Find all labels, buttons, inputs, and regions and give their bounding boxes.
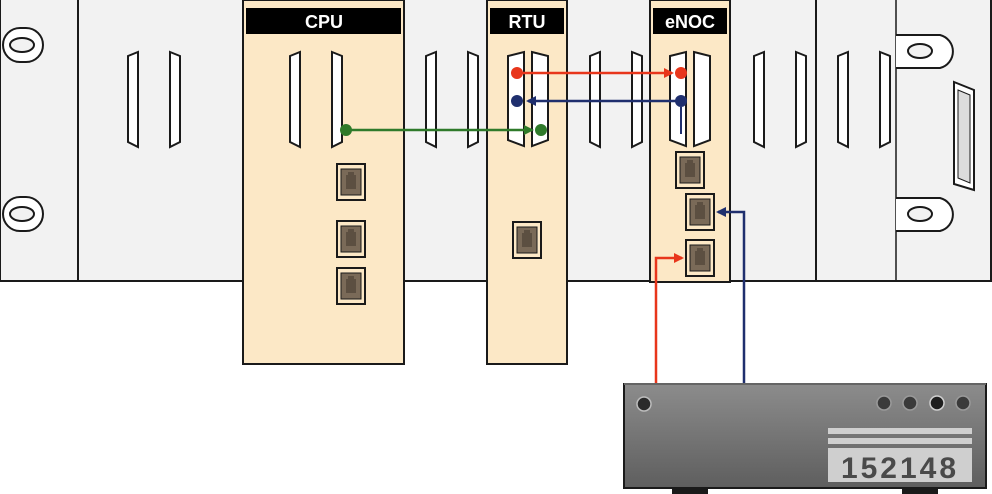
led-icon xyxy=(675,95,687,107)
cable-blue-device-enoc xyxy=(716,207,746,384)
led-icon xyxy=(902,395,918,411)
mounting-slot-icon xyxy=(2,196,44,232)
link-red-rtu-enoc xyxy=(511,67,687,79)
rtu-label-bg xyxy=(490,8,564,34)
led-icon xyxy=(675,67,687,79)
ethernet-port-icon[interactable] xyxy=(336,163,366,201)
device-label-panel xyxy=(828,428,972,482)
cpu-module[interactable]: CPU xyxy=(242,0,405,365)
ethernet-port-icon[interactable] xyxy=(336,267,366,305)
mounting-slot-icon xyxy=(896,197,954,232)
mounting-slot-icon xyxy=(896,34,954,69)
device-foot xyxy=(902,488,938,494)
link-green-cpu-rtu xyxy=(340,124,547,136)
device-foot xyxy=(672,488,708,494)
connector-slot-icon xyxy=(953,80,975,192)
enoc-label-bg xyxy=(653,8,727,34)
led-icon xyxy=(876,395,892,411)
ethernet-port-icon[interactable] xyxy=(685,239,715,277)
ethernet-port-icon[interactable] xyxy=(685,193,715,231)
enoc-label: eNOC xyxy=(665,12,715,32)
ethernet-port-icon[interactable] xyxy=(336,220,366,258)
led-icon xyxy=(340,124,352,136)
power-button-icon[interactable] xyxy=(636,396,652,412)
ethernet-port-icon[interactable] xyxy=(675,151,705,189)
cpu-label-bg xyxy=(246,8,401,34)
led-icon xyxy=(511,95,523,107)
cable-red-device-enoc xyxy=(654,253,684,384)
network-device[interactable]: 152148 xyxy=(623,383,987,494)
ethernet-port-icon[interactable] xyxy=(512,221,542,259)
led-icon xyxy=(955,395,971,411)
mounting-slot-icon xyxy=(2,27,44,63)
cpu-label: CPU xyxy=(305,12,343,32)
led-icon xyxy=(511,67,523,79)
link-blue-enoc-rtu xyxy=(511,95,687,134)
rtu-module[interactable]: RTU xyxy=(486,0,568,365)
device-label: 152148 xyxy=(841,452,959,485)
rtu-label: RTU xyxy=(509,12,546,32)
enoc-module[interactable]: eNOC xyxy=(649,0,731,283)
led-icon xyxy=(929,395,945,411)
led-icon xyxy=(535,124,547,136)
